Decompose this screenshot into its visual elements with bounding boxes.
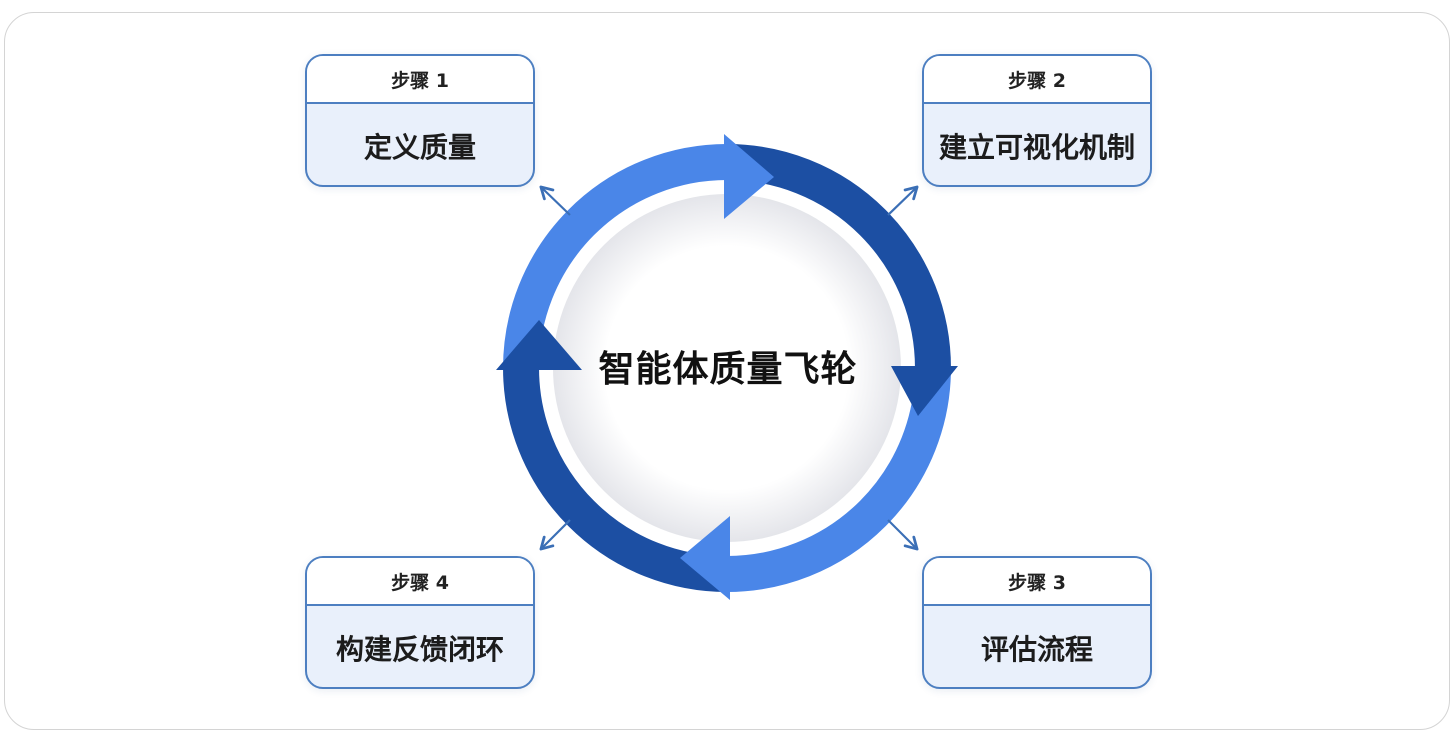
inner-disc (553, 194, 901, 542)
ring-segment-bottom-left (503, 367, 728, 592)
ring-arrowhead-left (496, 320, 582, 370)
step-card-header: 步骤 3 (924, 558, 1150, 606)
step-card-label: 建立可视化机制 (938, 130, 1135, 164)
step-card-label: 构建反馈闭环 (335, 632, 504, 666)
step-card-header: 步骤 1 (307, 56, 533, 104)
step-card-1: 步骤 1 定义质量 (305, 54, 535, 187)
pointer-arrow-step-3 (887, 519, 919, 551)
pointer-arrow-step-1 (539, 185, 571, 216)
step-card-3: 步骤 3 评估流程 (922, 556, 1152, 689)
flywheel-title: 智能体质量飞轮 (598, 349, 858, 390)
ring-segment-top-right (726, 144, 951, 369)
step-card-label: 评估流程 (980, 632, 1093, 666)
ring-arrowhead-top (724, 134, 774, 219)
pointer-arrow-step-2 (887, 185, 919, 216)
step-card-2: 步骤 2 建立可视化机制 (922, 54, 1152, 187)
step-card-label: 定义质量 (363, 130, 476, 164)
step-card-header: 步骤 4 (307, 558, 533, 606)
pointer-arrow-step-4 (539, 519, 571, 551)
ring-arrowhead-right (891, 366, 958, 416)
ring-segment-bottom-right (726, 367, 951, 592)
ring-arrowhead-bottom (680, 516, 730, 600)
ring-segment-top-left (503, 144, 728, 369)
step-card-4: 步骤 4 构建反馈闭环 (305, 556, 535, 689)
step-card-header: 步骤 2 (924, 56, 1150, 104)
